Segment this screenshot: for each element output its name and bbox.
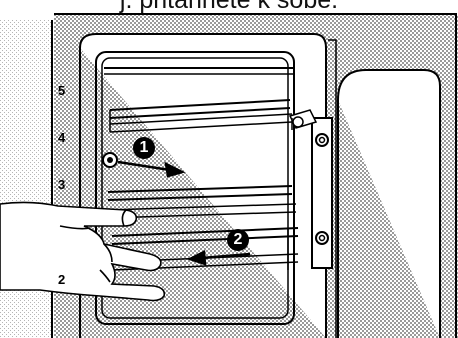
shelf-level-2: 2 [58,273,65,286]
shelf-knob [103,153,117,167]
caption-text: j. přitáhněte k sobě. [0,0,458,13]
shelf-level-4: 4 [58,131,65,144]
shelf-level-3: 3 [58,178,65,191]
step-2-marker: 2 [227,229,249,251]
shelf-level-5: 5 [58,84,65,97]
step-1-marker: 1 [133,137,155,159]
